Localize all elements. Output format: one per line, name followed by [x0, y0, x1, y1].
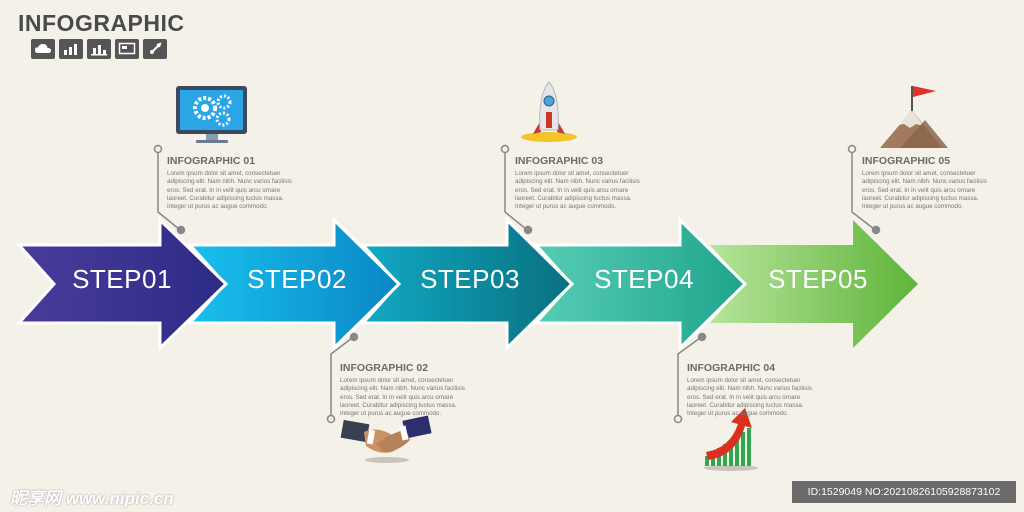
- connector-1: [157, 150, 180, 230]
- info-title-3: INFOGRAPHIC 03: [515, 155, 604, 167]
- rocket-badge-icon: [143, 39, 167, 59]
- info-body-5: Lorem ipsum dolor sit amet, consectetuer…: [862, 170, 987, 211]
- connectors: [157, 150, 875, 418]
- connector-3: [504, 150, 527, 230]
- step-arrow-5: [710, 220, 918, 348]
- growth-chart-icon: [704, 408, 758, 471]
- info-body-4: Lorem ipsum dolor sit amet, consectetuer…: [687, 377, 812, 418]
- info-body-1: Lorem ipsum dolor sit amet, consectetuer…: [167, 170, 292, 211]
- info-block-3: INFOGRAPHIC 03 Lorem ipsum dolor sit ame…: [515, 155, 645, 211]
- info-body-2: Lorem ipsum dolor sit amet, consectetuer…: [340, 377, 465, 418]
- info-block-2: INFOGRAPHIC 02 Lorem ipsum dolor sit ame…: [340, 362, 470, 418]
- info-title-2: INFOGRAPHIC 02: [340, 362, 429, 374]
- step-label-1: STEP01: [72, 264, 172, 294]
- connector-4: [677, 337, 701, 418]
- step-label-3: STEP03: [420, 264, 520, 294]
- header-icon-row: [31, 39, 167, 59]
- info-block-1: INFOGRAPHIC 01 Lorem ipsum dolor sit ame…: [167, 155, 297, 211]
- step-arrow-1: [15, 216, 229, 352]
- watermark-text: 昵享网 www.nipic.cn: [10, 489, 174, 508]
- info-title-5: INFOGRAPHIC 05: [862, 155, 951, 167]
- monitor-gears-icon: [176, 86, 247, 143]
- image-id-bar: ID:1529049 NO:20210826105928873102: [792, 481, 1016, 503]
- info-block-5: INFOGRAPHIC 05 Lorem ipsum dolor sit ame…: [862, 155, 992, 211]
- step-label-2: STEP02: [247, 264, 347, 294]
- connector-dots: [153, 144, 881, 424]
- column-chart-icon: [87, 39, 111, 59]
- info-title-1: INFOGRAPHIC 01: [167, 155, 256, 167]
- step-label-4: STEP04: [594, 264, 694, 294]
- infographic-title: INFOGRAPHIC: [18, 10, 185, 36]
- handshake-icon: [340, 415, 432, 463]
- cloud-icon: [31, 39, 55, 59]
- info-title-4: INFOGRAPHIC 04: [687, 362, 776, 374]
- connector-2: [330, 337, 353, 418]
- info-body-3: Lorem ipsum dolor sit amet, consectetuer…: [515, 170, 640, 211]
- rocket-icon: [521, 81, 577, 142]
- presentation-icon: [115, 39, 139, 59]
- step-label-5: STEP05: [768, 264, 868, 294]
- mountain-flag-icon: [880, 86, 948, 148]
- connector-5: [851, 150, 875, 230]
- info-block-4: INFOGRAPHIC 04 Lorem ipsum dolor sit ame…: [687, 362, 817, 418]
- bar-chart-icon: [59, 39, 83, 59]
